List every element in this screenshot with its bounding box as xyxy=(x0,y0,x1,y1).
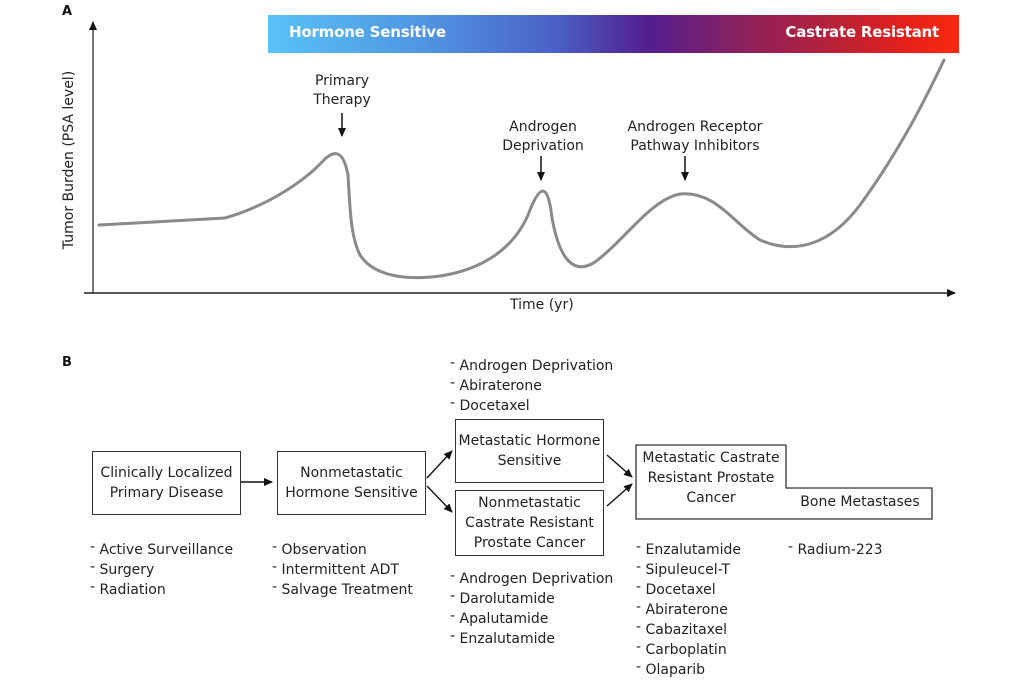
annotation-line: Therapy xyxy=(313,92,371,108)
arrow-nmhs-to-mhs xyxy=(426,450,453,479)
tumor-burden-plot xyxy=(84,21,956,297)
list-item: Salvage Treatment xyxy=(272,580,413,600)
list-localized-treatments: Active Surveillance Surgery Radiation xyxy=(90,540,234,600)
annotation-line: Deprivation xyxy=(502,138,584,154)
list-nmhs-treatments: Observation Intermittent ADT Salvage Tre… xyxy=(272,540,413,600)
list-mcrpc-treatments: Enzalutamide Sipuleucel-T Docetaxel Abir… xyxy=(636,540,742,680)
box-text: Hormone Sensitive xyxy=(285,485,418,501)
list-nmcrpc-treatments: Androgen Deprivation Darolutamide Apalut… xyxy=(450,569,614,649)
annotation-primary-therapy: Primary Therapy xyxy=(292,72,392,110)
annotation-line: Primary xyxy=(314,73,370,89)
box-text: Nonmetastatic xyxy=(478,495,581,511)
list-item: Radiation xyxy=(90,580,233,600)
annotation-line: Pathway Inhibitors xyxy=(630,138,760,154)
list-item: Surgery xyxy=(90,560,233,580)
box-text: Castrate Resistant xyxy=(465,515,594,531)
list-item: Olaparib xyxy=(636,660,741,680)
list-item: Sipuleucel-T xyxy=(636,560,741,580)
box-text: Nonmetastatic xyxy=(300,465,403,481)
box-nonmetastatic-hormone-sensitive: Nonmetastatic Hormone Sensitive xyxy=(277,451,426,515)
panel-a-label: A xyxy=(62,4,73,19)
box-text: Metastatic Hormone xyxy=(458,433,601,449)
annotation-androgen-deprivation: Androgen Deprivation xyxy=(488,118,598,156)
annotation-line: Androgen xyxy=(509,119,577,135)
list-item: Carboplatin xyxy=(636,640,741,660)
box-text: Cancer xyxy=(686,490,736,506)
x-axis-label: Time (yr) xyxy=(510,297,574,313)
psa-curve xyxy=(97,58,946,280)
list-item: Docetaxel xyxy=(636,580,741,600)
list-item: Abiraterone xyxy=(450,376,613,396)
list-item: Abiraterone xyxy=(636,600,741,620)
list-item: Androgen Deprivation xyxy=(450,569,614,589)
list-item: Androgen Deprivation xyxy=(450,356,614,376)
box-text: Sensitive xyxy=(497,453,562,469)
box-text: Prostate Cancer xyxy=(473,535,586,551)
box-text: Resistant Prostate xyxy=(647,470,775,486)
list-item: Radium-223 xyxy=(788,540,883,560)
list-item: Enzalutamide xyxy=(636,540,742,560)
list-item: Cabazitaxel xyxy=(636,620,741,640)
list-item: Enzalutamide xyxy=(450,629,613,649)
list-item: Intermittent ADT xyxy=(272,560,413,580)
box-metastatic-crpc: Metastatic Castrate Resistant Prostate C… xyxy=(637,448,785,508)
list-bone-metastases-treatments: Radium-223 xyxy=(788,540,883,560)
y-axis-label: Tumor Burden (PSA level) xyxy=(61,70,77,250)
box-nonmetastatic-crpc: Nonmetastatic Castrate Resistant Prostat… xyxy=(455,490,604,556)
list-item: Apalutamide xyxy=(450,609,613,629)
list-item: Active Surveillance xyxy=(90,540,234,560)
list-item: Darolutamide xyxy=(450,589,613,609)
list-item: Docetaxel xyxy=(450,396,613,416)
list-item: Observation xyxy=(272,540,413,560)
panel-b-label: B xyxy=(62,355,72,370)
mcrpc-bone-outline xyxy=(635,444,933,520)
annotation-ar-pathway-inhibitors: Androgen Receptor Pathway Inhibitors xyxy=(610,118,780,156)
disease-state-gradient-bar: Hormone Sensitive Castrate Resistant xyxy=(268,15,959,53)
arrow-nmhs-to-nmcrpc xyxy=(426,485,453,513)
box-metastatic-hormone-sensitive: Metastatic Hormone Sensitive xyxy=(455,419,604,483)
box-text: Clinically Localized xyxy=(100,465,233,481)
arrow-mhs-to-mcrpc xyxy=(606,454,633,478)
annotation-line: Androgen Receptor xyxy=(627,119,763,135)
flow-arrows xyxy=(241,444,933,520)
box-text: Metastatic Castrate xyxy=(642,450,780,466)
box-bone-metastases: Bone Metastases xyxy=(800,494,920,510)
castrate-resistant-label: Castrate Resistant xyxy=(785,23,939,41)
arrow-nmcrpc-to-mcrpc xyxy=(606,483,633,507)
list-mhs-treatments: Androgen Deprivation Abiraterone Docetax… xyxy=(450,356,614,416)
hormone-sensitive-label: Hormone Sensitive xyxy=(289,23,446,41)
box-text: Primary Disease xyxy=(109,485,224,501)
box-clinically-localized: Clinically Localized Primary Disease xyxy=(92,451,241,515)
